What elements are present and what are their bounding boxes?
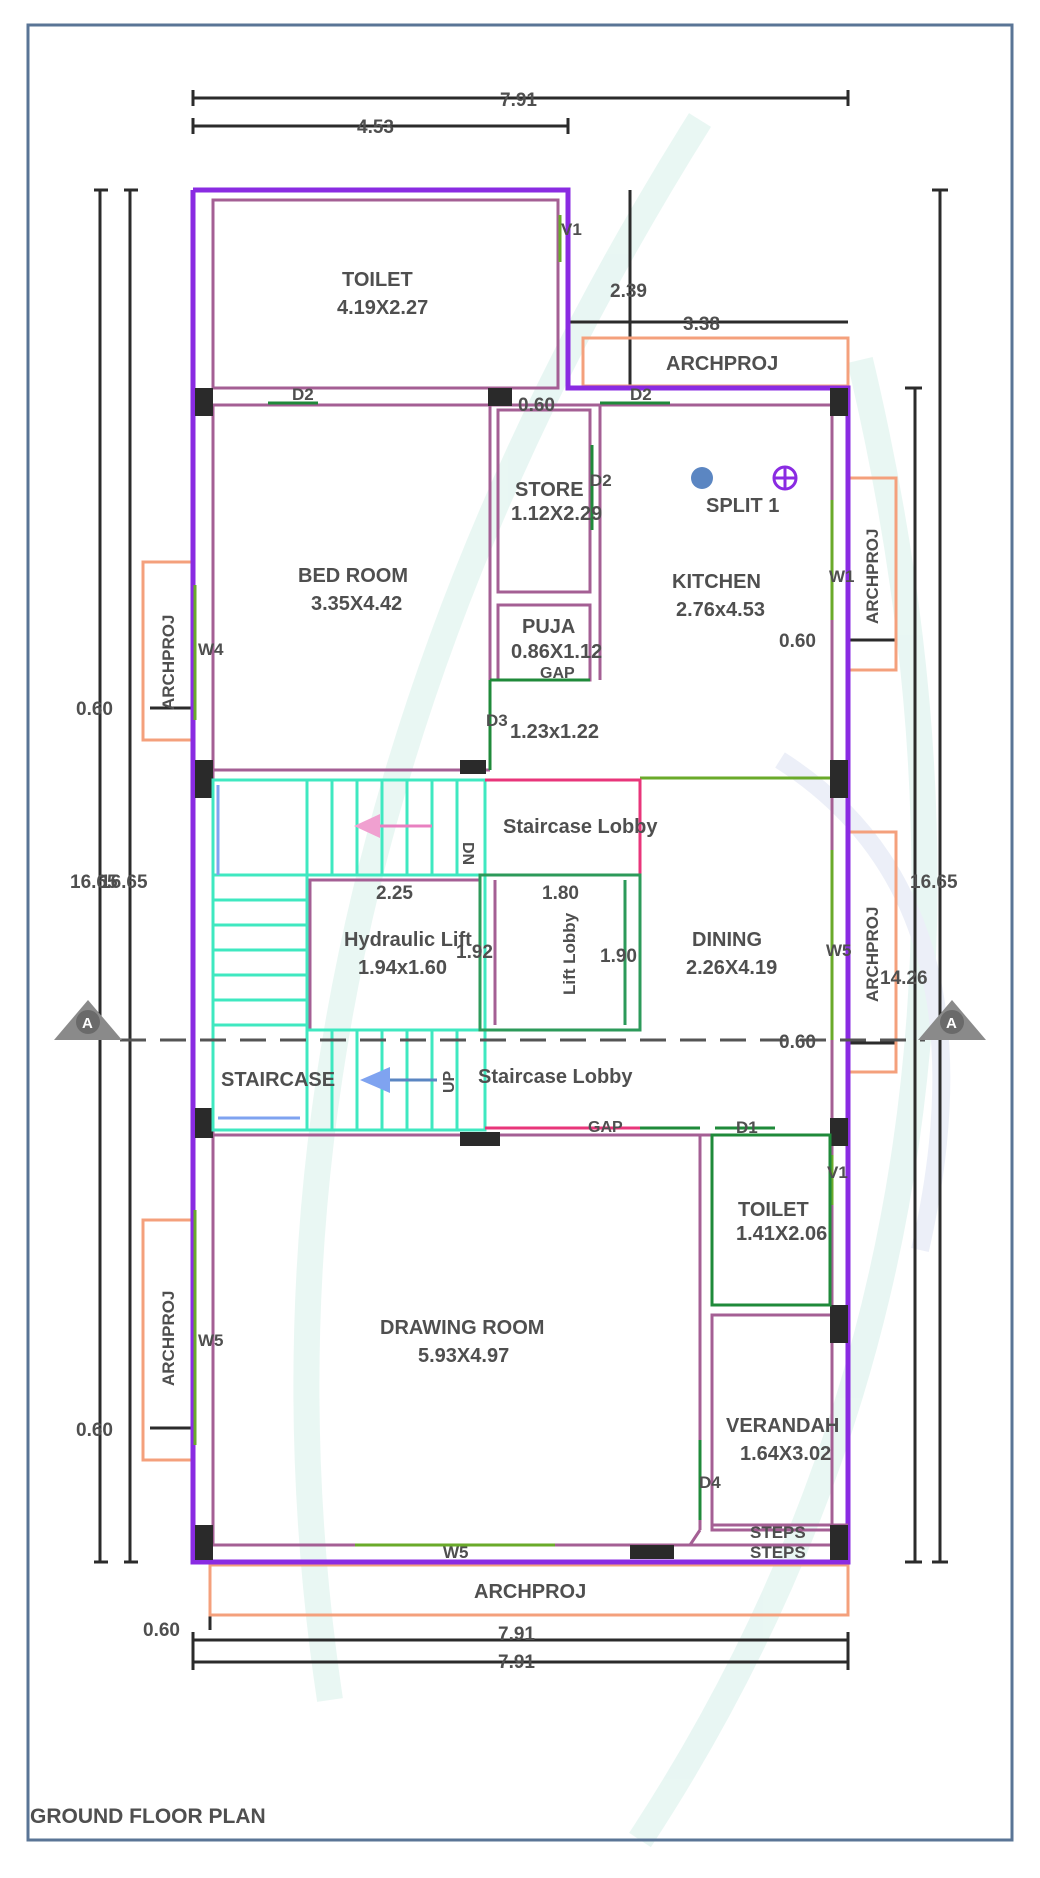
- sink-icon: [691, 467, 713, 489]
- dim-kitchen-side: 3.38: [683, 314, 720, 335]
- dim-bottom-width-1: 7.91: [498, 1624, 535, 1645]
- opening-d4: D4: [699, 1473, 721, 1492]
- section-marker-left: A: [82, 1015, 93, 1032]
- room-store-name: STORE: [515, 479, 584, 501]
- dim-left-height: 16.65: [70, 872, 118, 893]
- dim-bottom-width-2: 7.91: [498, 1652, 535, 1673]
- dim-top-left-width: 4.53: [357, 117, 394, 138]
- room-steps-2: STEPS: [750, 1543, 806, 1562]
- room-lift-size: 1.94x1.60: [358, 957, 447, 979]
- room-staircase-lobby-bottom: Staircase Lobby: [478, 1066, 633, 1088]
- opening-w5-dining: W5: [826, 941, 852, 960]
- room-gap-bottom: GAP: [588, 1119, 623, 1136]
- dim-overall-width: 7.91: [500, 90, 537, 111]
- room-staircase: STAIRCASE: [221, 1069, 335, 1091]
- proj-left-lower-label: ARCHPROJ: [159, 1291, 178, 1386]
- stair-arrow-down-icon: [354, 814, 432, 838]
- stair-arrow-up-icon: [360, 1067, 437, 1093]
- staircase-edge: [216, 785, 300, 1120]
- room-toilet-small-name: TOILET: [738, 1199, 809, 1221]
- lobby-walls: [478, 778, 642, 1130]
- room-verandah-name: VERANDAH: [726, 1415, 839, 1437]
- dim-proj-offset-center: 0.60: [518, 395, 555, 416]
- proj-top-label: ARCHPROJ: [666, 353, 778, 375]
- proj-left-upper-label: ARCHPROJ: [159, 615, 178, 710]
- opening-w5-drawing: W5: [198, 1331, 224, 1350]
- opening-d2-right: D2: [630, 385, 652, 404]
- windows: [193, 215, 834, 1547]
- split-ac-icon: [772, 465, 798, 491]
- room-lift-lobby: Lift Lobby: [560, 912, 579, 995]
- page-border: [26, 23, 1014, 1842]
- room-bed-size: 3.35X4.42: [311, 593, 402, 615]
- opening-w1: W1: [829, 567, 855, 586]
- dimension-lines: [94, 90, 948, 1670]
- dim-proj-offset-right-1: 0.60: [779, 631, 816, 652]
- room-puja-size: 0.86X1.12: [511, 641, 602, 663]
- room-dining-size: 2.26X4.19: [686, 957, 777, 979]
- room-split-label: SPLIT 1: [706, 495, 779, 517]
- dim-inner-right-height: 14.26: [880, 968, 928, 989]
- dim-proj-offset-right-2: 0.60: [779, 1032, 816, 1053]
- proj-right-lower-label: ARCHPROJ: [863, 907, 882, 1002]
- room-puja-gap: GAP: [540, 665, 575, 682]
- proj-bottom-label: ARCHPROJ: [474, 1581, 586, 1603]
- room-drawing-name: DRAWING ROOM: [380, 1317, 544, 1339]
- opening-v1-top: V1: [561, 220, 582, 239]
- dim-lift-gap: 1.92: [456, 942, 493, 963]
- dim-proj-offset-left-1: 0.60: [76, 699, 113, 720]
- room-puja-name: PUJA: [522, 616, 575, 638]
- dim-right-height: 16.65: [910, 872, 958, 893]
- opening-d3: D3: [486, 711, 508, 730]
- room-bed-name: BED ROOM: [298, 565, 408, 587]
- section-line: [54, 1000, 986, 1042]
- opening-d2-store: D2: [590, 471, 612, 490]
- proj-right-upper-label: ARCHPROJ: [863, 529, 882, 624]
- room-toilet-small-size: 1.41X2.06: [736, 1223, 827, 1245]
- room-dining-name: DINING: [692, 929, 762, 951]
- room-toilet-top-name: TOILET: [342, 269, 413, 291]
- room-toilet-top-size: 4.19X2.27: [337, 297, 428, 319]
- dim-step-width: 2.39: [610, 281, 647, 302]
- room-verandah-size: 1.64X3.02: [740, 1443, 831, 1465]
- dim-stair-width: 2.25: [376, 883, 413, 904]
- dim-left-height-2: 16.65: [100, 872, 148, 893]
- opening-w4: W4: [198, 640, 224, 659]
- room-passage-size: 1.23x1.22: [510, 721, 599, 743]
- columns: [195, 388, 848, 1560]
- opening-w5-bottom: W5: [443, 1543, 469, 1562]
- room-kitchen-size: 2.76x4.53: [676, 599, 765, 621]
- plan-title: GROUND FLOOR PLAN: [30, 1805, 266, 1828]
- opening-d1: D1: [736, 1118, 758, 1137]
- stair-up-label: UP: [441, 1070, 458, 1093]
- room-drawing-size: 5.93X4.97: [418, 1345, 509, 1367]
- dim-proj-offset-left-2: 0.60: [76, 1420, 113, 1441]
- room-store-size: 1.12X2.29: [511, 503, 602, 525]
- room-lift-name: Hydraulic Lift: [344, 929, 472, 951]
- dim-proj-offset-bottom: 0.60: [143, 1620, 180, 1641]
- stair-dn-label: DN: [459, 842, 476, 865]
- room-kitchen-name: KITCHEN: [672, 571, 761, 593]
- dim-lift-lobby-height: 1.90: [600, 946, 637, 967]
- room-steps-1: STEPS: [750, 1523, 806, 1542]
- opening-d2-left: D2: [292, 385, 314, 404]
- dim-lift-lobby-width: 1.80: [542, 883, 579, 904]
- opening-v1-toilet: V1: [827, 1163, 848, 1182]
- room-staircase-lobby-top: Staircase Lobby: [503, 816, 658, 838]
- section-marker-right: A: [946, 1015, 957, 1032]
